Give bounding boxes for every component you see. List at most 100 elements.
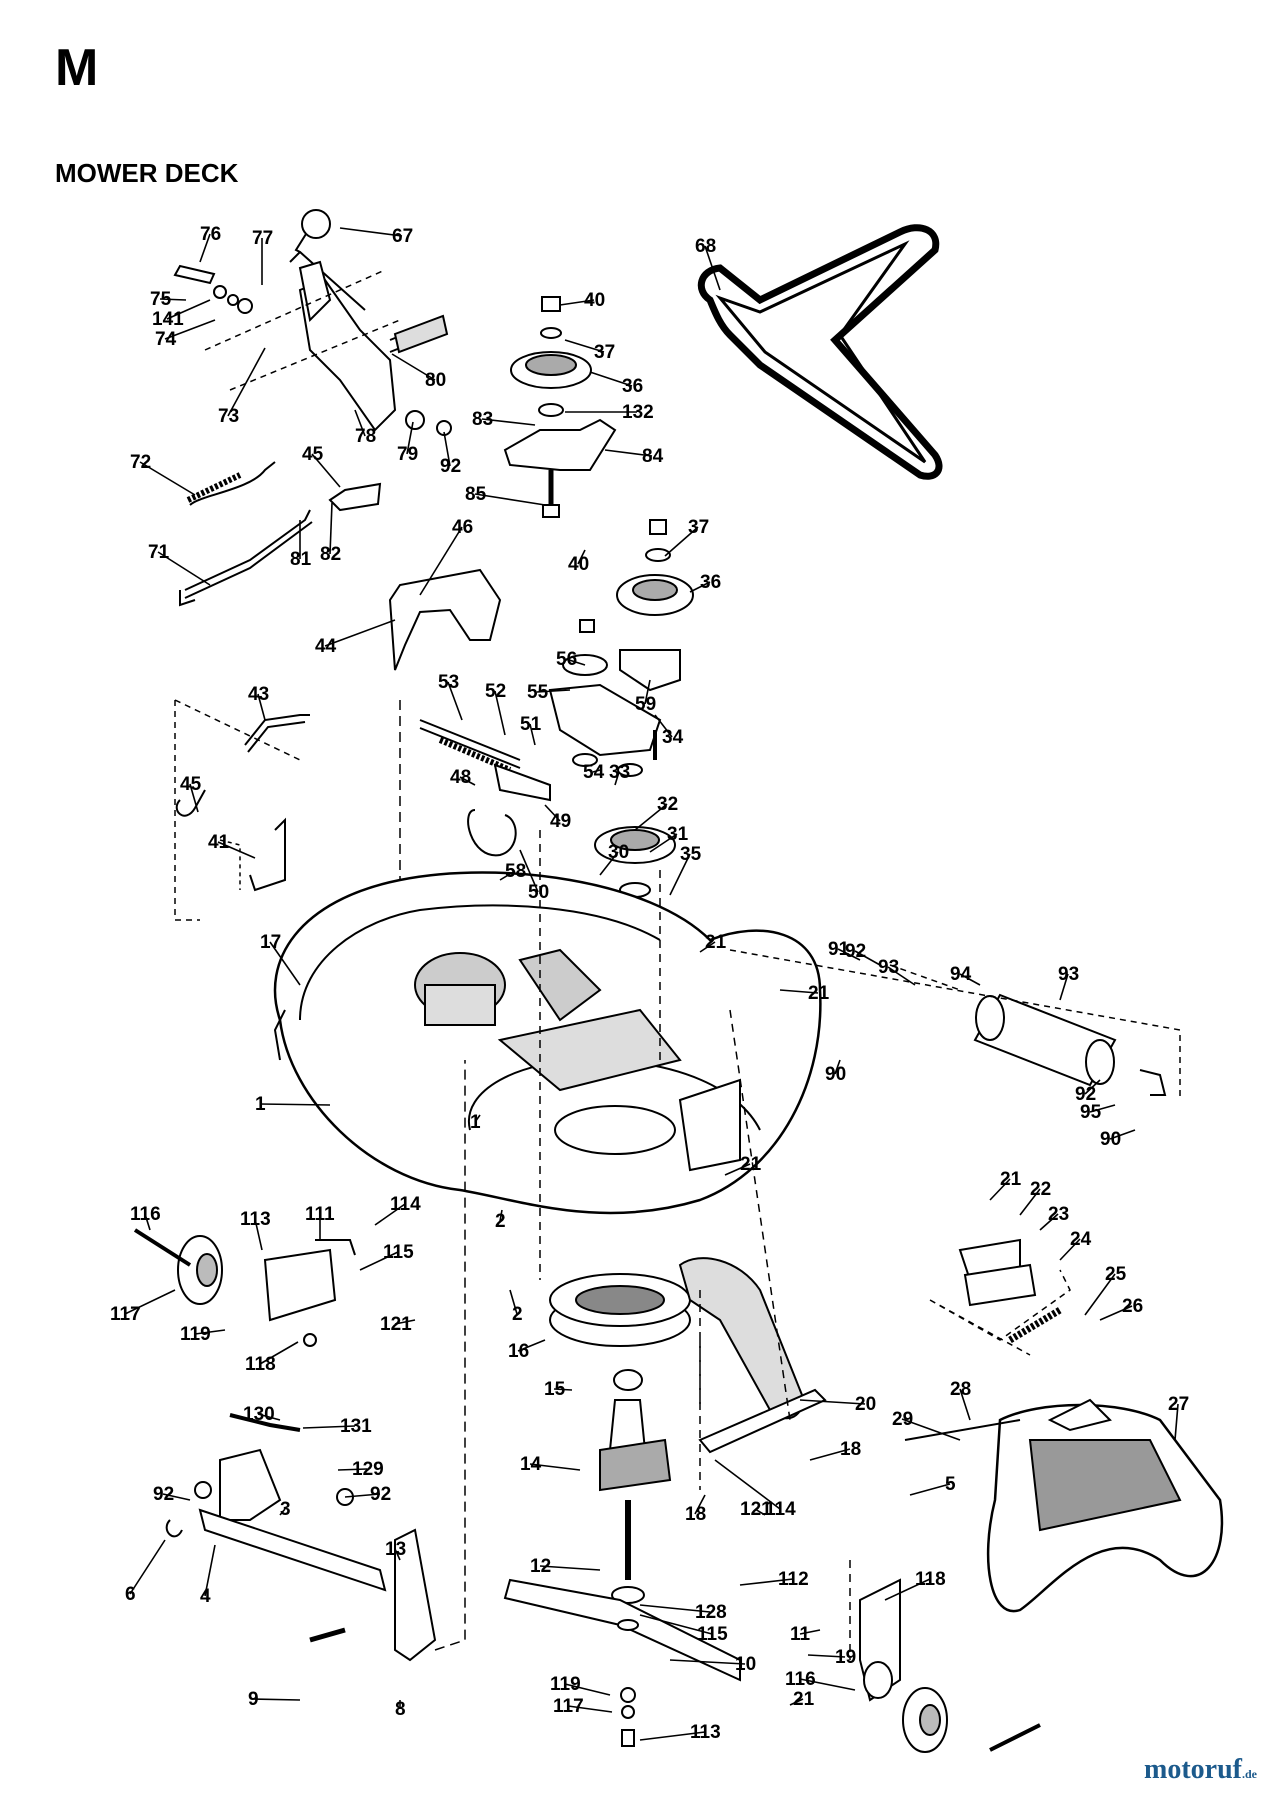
- callout-leader: [259, 1341, 299, 1365]
- callout-label-112: 112: [778, 1569, 809, 1590]
- callout-leader: [344, 1493, 381, 1498]
- callout-leader: [834, 1059, 841, 1075]
- callout-label-2: 2: [512, 1304, 523, 1325]
- callout-label-3: 3: [280, 1499, 291, 1520]
- callout-label-121: 121: [740, 1499, 772, 1520]
- callout-label-79: 79: [397, 444, 418, 465]
- callout-leader: [901, 1418, 961, 1441]
- assembly-centerlines: [539, 830, 851, 1660]
- callout-leader: [779, 989, 819, 994]
- callout-label-58: 58: [505, 861, 526, 882]
- anti-scalp-wheels: [133, 1228, 1041, 1753]
- callout-leader: [194, 1329, 226, 1335]
- lift-link-assembly: [165, 1060, 466, 1662]
- callout-label-116: 116: [785, 1669, 816, 1690]
- callout-leader: [394, 1548, 401, 1561]
- callout-label-46: 46: [452, 517, 473, 538]
- callout-leader: [157, 551, 211, 586]
- callout-label-111: 111: [305, 1204, 335, 1225]
- callout-label-21: 21: [705, 932, 727, 953]
- spindle-and-blade: [503, 1273, 741, 1747]
- callout-leader: [257, 1413, 281, 1421]
- callout-label-131: 131: [340, 1416, 372, 1437]
- callout-label-78: 78: [355, 426, 376, 447]
- callout-leader: [639, 1604, 711, 1613]
- callout-label-74: 74: [155, 329, 177, 350]
- callout-leader: [1084, 1273, 1116, 1316]
- callout-leader: [164, 319, 216, 340]
- callout-label-53: 53: [438, 672, 459, 693]
- callout-label-118: 118: [245, 1354, 276, 1375]
- callout-leader: [799, 1399, 866, 1405]
- callout-label-24: 24: [1070, 1229, 1092, 1250]
- callout-label-92: 92: [845, 941, 866, 962]
- callout-label-37: 37: [688, 517, 709, 538]
- callout-label-40: 40: [584, 290, 605, 311]
- callout-label-35: 35: [680, 844, 702, 865]
- callout-label-45: 45: [302, 444, 324, 465]
- callout-label-44: 44: [315, 636, 337, 657]
- callout-label-21: 21: [740, 1154, 762, 1175]
- page-letter: M: [55, 39, 99, 97]
- callout-label-71: 71: [148, 542, 170, 563]
- callout-label-117: 117: [110, 1304, 141, 1325]
- idler-pulley-stack-upper: [503, 296, 617, 518]
- callout-label-14: 14: [520, 1454, 542, 1475]
- callout-label-91: 91: [828, 939, 850, 960]
- callout-leader: [544, 804, 561, 822]
- callout-label-2: 2: [495, 1211, 506, 1232]
- callout-leader: [257, 693, 266, 721]
- callout-leader: [419, 526, 463, 596]
- lift-linkage: [174, 461, 382, 921]
- callout-leader: [714, 1459, 781, 1510]
- callout-label-56: 56: [556, 649, 577, 670]
- callout-label-12: 12: [530, 1556, 551, 1577]
- callout-leader: [989, 1178, 1011, 1201]
- callout-leader: [144, 1213, 151, 1231]
- callout-leader: [592, 769, 601, 773]
- callout-label-130: 130: [243, 1404, 275, 1425]
- callout-label-27: 27: [1168, 1394, 1189, 1415]
- callout-label-75: 75: [150, 289, 172, 310]
- callout-leader: [589, 371, 633, 387]
- callout-label-113: 113: [240, 1209, 271, 1230]
- callout-leader: [699, 941, 716, 953]
- callout-leader: [359, 1251, 399, 1271]
- callout-label-9: 9: [248, 1689, 259, 1710]
- callout-label-17: 17: [260, 932, 281, 953]
- callout-label-80: 80: [425, 370, 446, 391]
- callout-leader: [1089, 1104, 1116, 1113]
- callout-leader: [809, 1448, 851, 1461]
- callout-label-21: 21: [793, 1689, 815, 1710]
- callout-label-15: 15: [544, 1379, 566, 1400]
- callout-label-10: 10: [735, 1654, 756, 1675]
- callout-leader: [509, 1289, 518, 1315]
- callout-label-16: 16: [508, 1341, 529, 1362]
- drive-belt: [697, 224, 943, 480]
- callout-label-73: 73: [218, 406, 239, 427]
- callout-leader: [443, 431, 451, 467]
- callout-leader: [639, 1731, 706, 1741]
- callout-leader: [499, 870, 516, 881]
- callout-leader: [406, 421, 414, 455]
- callout-label-8: 8: [395, 1699, 406, 1720]
- callout-leader: [499, 1209, 503, 1222]
- callout-label-13: 13: [385, 1539, 406, 1560]
- callout-label-41: 41: [208, 832, 230, 853]
- callout-leader: [269, 941, 301, 986]
- callout-label-45: 45: [180, 774, 202, 795]
- callout-leader: [311, 453, 341, 488]
- callout-leader: [704, 245, 721, 291]
- callout-leader: [517, 1339, 546, 1352]
- callout-leader: [564, 339, 605, 353]
- callout-leader: [1059, 973, 1069, 1001]
- callout-leader: [536, 689, 571, 693]
- callout-label-92: 92: [370, 1484, 391, 1505]
- callout-label-26: 26: [1122, 1296, 1143, 1317]
- callout-leader: [519, 849, 539, 893]
- callout-leader: [1019, 1188, 1041, 1216]
- callout-leader: [259, 1103, 331, 1106]
- callout-label-55: 55: [527, 682, 549, 703]
- mower-deck-housing: [273, 871, 822, 1215]
- callout-leader: [884, 1578, 931, 1601]
